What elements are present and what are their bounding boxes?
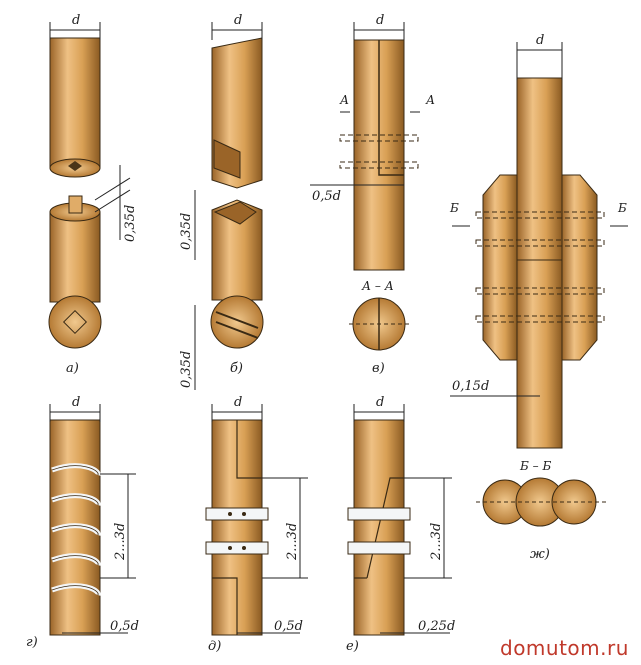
joint-d (205, 404, 308, 636)
notch-b-top (213, 139, 241, 179)
bolt-v-1 (339, 134, 419, 142)
label-d-d: d (234, 395, 242, 410)
caption-d: д) (208, 639, 221, 654)
label-section-aa: А – А (361, 279, 394, 293)
label-cut-a-right: А (425, 93, 435, 107)
bolt-zh-4 (475, 315, 605, 323)
label-d-g: d (72, 395, 80, 410)
dim-035-a-1 (94, 177, 131, 201)
label-035-a: 0,35d (123, 205, 138, 242)
plank-zh-left (482, 174, 518, 361)
nail-d-2 (242, 512, 246, 516)
clamp-e-1 (347, 507, 411, 521)
bolt-zh-3 (475, 287, 605, 295)
label-05-v: 0,5d (312, 189, 341, 204)
watermark: domutom.ru (500, 636, 629, 660)
log-zh-bottom (516, 259, 563, 449)
plank-zh-right (561, 174, 598, 361)
label-05-d: 0,5d (274, 619, 303, 634)
notch-b-bottom (213, 201, 257, 225)
label-035-b2: 0,35d (179, 351, 194, 388)
nail-d-1 (228, 512, 232, 516)
bolt-zh-2 (475, 239, 605, 247)
label-d-v: d (376, 13, 384, 28)
caption-e: е) (346, 639, 359, 654)
joint-e (347, 404, 452, 636)
label-d-a: d (72, 13, 80, 28)
bolt-v-2 (339, 161, 419, 169)
section-a-tenon (62, 309, 88, 335)
label-025-e: 0,25d (418, 619, 455, 634)
caption-a: а) (66, 361, 79, 376)
label-23-e: 2...3d (429, 523, 444, 561)
label-d-zh: d (536, 33, 544, 48)
joint-v (310, 22, 420, 351)
label-section-bb: Б – Б (519, 459, 551, 473)
label-23-g: 2...3d (113, 523, 128, 561)
joint-zh (450, 42, 628, 527)
label-cut-b-left: Б (449, 201, 459, 215)
caption-b: б) (230, 361, 243, 376)
socket-a (68, 161, 82, 171)
wire-spiral-g-outline (51, 465, 99, 596)
nail-d-4 (242, 546, 246, 550)
section-a (48, 295, 102, 349)
joint-a (48, 22, 131, 349)
joint-b (194, 22, 264, 390)
clamp-d-2 (205, 541, 269, 555)
label-d-e: d (376, 395, 384, 410)
label-cut-a-left: А (339, 93, 349, 107)
caption-zh: ж) (530, 547, 550, 562)
section-b-cut-1 (215, 311, 259, 329)
log-a-bottom (49, 211, 101, 303)
dim-035-a-2 (94, 189, 131, 213)
label-23-d: 2...3d (285, 523, 300, 561)
label-05-g: 0,5d (110, 619, 139, 634)
halflap-d (236, 420, 262, 479)
halflap-d-2 (212, 577, 238, 635)
label-015-zh: 0,15d (452, 379, 489, 394)
caption-v: в) (372, 361, 385, 376)
log-b-bottom (211, 199, 263, 301)
section-b-cut-2 (215, 321, 259, 339)
clamp-d-1 (205, 507, 269, 521)
joint-g (49, 404, 136, 636)
label-035-b: 0,35d (179, 213, 194, 250)
label-cut-b-right: Б (617, 201, 627, 215)
bolt-zh-1 (475, 211, 605, 219)
clamp-e-2 (347, 541, 411, 555)
tenon-a (68, 195, 83, 214)
label-d-b: d (234, 13, 242, 28)
log-a-top (49, 37, 101, 169)
nail-d-3 (228, 546, 232, 550)
caption-g: г) (26, 635, 38, 650)
halflap-v (378, 40, 404, 176)
